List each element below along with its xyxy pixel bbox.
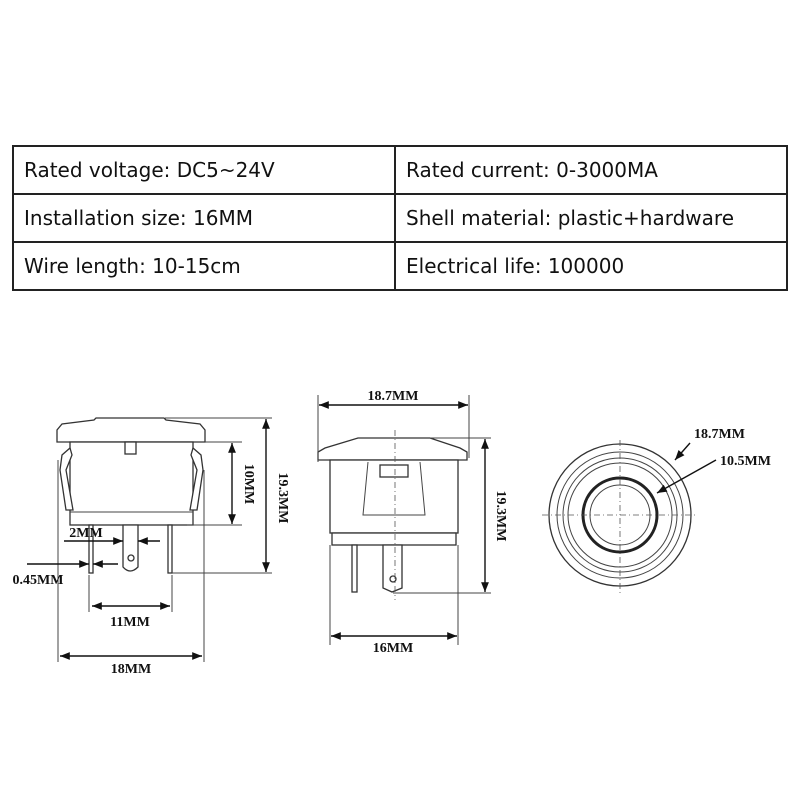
spec-cell: Rated voltage: DC5~24V (12, 145, 396, 195)
pin-spacing-label: 11MM (110, 615, 150, 630)
spec-cell: Electrical life: 100000 (394, 241, 788, 291)
spec-cell: Wire length: 10-15cm (12, 241, 396, 291)
spec-table: Rated voltage: DC5~24V Rated current: 0-… (12, 145, 788, 291)
spec-row: Wire length: 10-15cm Electrical life: 10… (12, 241, 788, 291)
outer-diameter-label: 18.7MM (694, 427, 745, 442)
spec-cell: Installation size: 16MM (12, 193, 396, 243)
spec-cell: Shell material: plastic+hardware (394, 193, 788, 243)
total-height-label: 19.3MM (275, 473, 290, 524)
inner-diameter-label: 10.5MM (720, 454, 771, 469)
flange-width-label: 18.7MM (368, 389, 419, 404)
front-total-height-label: 19.3MM (493, 491, 508, 542)
pin-gap-label: 2MM (69, 526, 102, 541)
side-view-drawing: 10MM 19.3MM 2MM 0.45MM 11MM 18MM (13, 417, 290, 677)
spec-row: Rated voltage: DC5~24V Rated current: 0-… (12, 145, 788, 195)
spec-cell: Rated current: 0-3000MA (394, 145, 788, 195)
body-height-label: 10MM (241, 464, 256, 504)
body-width-label: 16MM (373, 641, 413, 656)
top-view-drawing: 18.7MM 10.5MM (542, 427, 771, 595)
spec-row: Installation size: 16MM Shell material: … (12, 193, 788, 243)
front-view-drawing: 18.7MM 19.3MM 16MM (317, 389, 508, 656)
width-label: 18MM (111, 662, 151, 677)
pin-thickness-label: 0.45MM (13, 573, 64, 588)
